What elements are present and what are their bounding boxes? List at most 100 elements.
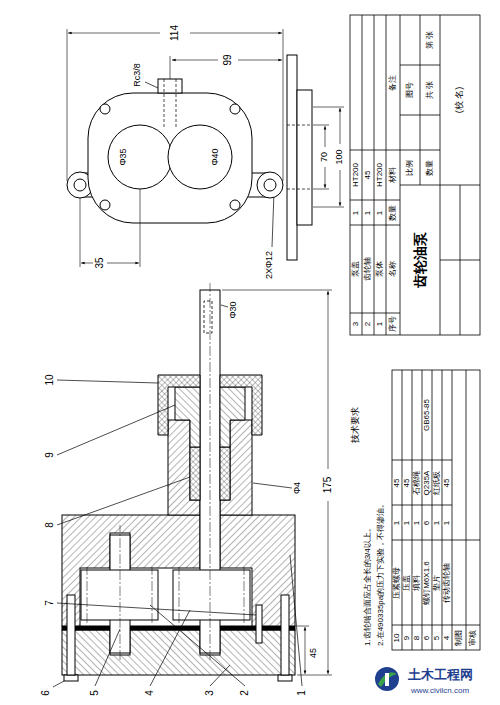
dimension: 45 [309, 647, 318, 659]
table-cell: 名称 [389, 260, 397, 278]
table-cell: 1 [352, 210, 360, 216]
side-view [230, 200, 240, 210]
dimension: 175 [323, 476, 334, 495]
dimension-line [67, 29, 344, 675]
table-cell: 数量 [426, 159, 434, 177]
table-cell: 压盖 [403, 574, 411, 592]
section-view [80, 568, 252, 626]
watermark-logo [385, 673, 389, 686]
table-cell: 4 [443, 635, 451, 641]
dimension-line [340, 170, 341, 206]
note-heading: 技术要求 [351, 406, 360, 444]
dimension-line [305, 627, 306, 653]
note: 1.齿轮啮合面应占全长的3/4以上。 [364, 523, 372, 647]
dimension-line [325, 167, 326, 188]
watermark: www.civilcn.com [410, 687, 470, 695]
table-cell: Q235A [423, 470, 431, 497]
table-cell: 6 [423, 520, 431, 526]
side-view [257, 172, 283, 198]
dimension-line [325, 126, 326, 147]
side-view [74, 179, 86, 191]
table-cell: 1 [443, 520, 451, 526]
side-view [230, 104, 240, 114]
callout-number: 7 [45, 599, 56, 607]
dimension-line [297, 626, 309, 627]
side-view [287, 55, 297, 260]
parts-table [350, 15, 480, 335]
section-view [158, 375, 200, 435]
title: 齿轮油泵 [413, 231, 428, 289]
section-view [81, 570, 158, 620]
section-view [281, 595, 289, 675]
centerline [120, 525, 121, 660]
leader-line [253, 483, 292, 488]
section-view [278, 675, 292, 681]
side-view [287, 125, 312, 189]
callout-number: 1 [297, 689, 308, 697]
side-view [67, 55, 312, 260]
table-cell: 螺钉M6X1.6 [423, 560, 431, 606]
table-cell: 传动齿轮轴 [443, 562, 451, 604]
side-view [297, 90, 312, 225]
table-cell: 10 [393, 633, 401, 644]
leader-line [221, 305, 228, 307]
leader-line [210, 665, 230, 686]
table-cell: 45 [364, 170, 372, 181]
callout-number: 9 [45, 451, 56, 459]
side-view [88, 93, 252, 223]
section-view [64, 675, 78, 681]
callout-number: 2 [240, 689, 251, 697]
section-view [175, 387, 200, 447]
dimension-line [80, 189, 140, 267]
watermark-logo [375, 667, 399, 691]
table-cell: HT200 [376, 162, 384, 188]
parts-table [350, 150, 400, 313]
table-cell: 审核 [469, 629, 477, 647]
section-view [190, 447, 200, 500]
table-cell: GB65-85 [423, 398, 431, 432]
table-cell: 石棉绳 [413, 470, 421, 496]
callout-number: 4 [145, 689, 156, 697]
side-view [164, 79, 176, 127]
dimension-line [328, 501, 329, 674]
dimension-line [172, 60, 218, 61]
dimension-line [305, 653, 306, 674]
table-cell: HT200 [352, 162, 360, 188]
table-cell: 压紧螺母 [393, 566, 401, 600]
side-view [100, 104, 110, 114]
table-cell: 1 [364, 210, 372, 216]
dimension: 35 [95, 256, 106, 269]
centerline [152, 567, 153, 623]
section-view [67, 595, 75, 675]
table-cell: 1 [376, 321, 384, 327]
table-cell: 45 [393, 478, 401, 489]
table-cell: 1 [403, 520, 411, 526]
dimension-line [170, 56, 171, 79]
table-cell: 8 [413, 635, 421, 641]
side-view [264, 179, 276, 191]
centerline [179, 567, 180, 623]
table-cell: 1 [376, 210, 384, 216]
section-view [204, 301, 212, 333]
dimension-line [68, 33, 160, 34]
note: 2.在490335pa的压力下实验，不得渗油。 [377, 499, 385, 647]
leader-line [150, 610, 190, 686]
side-view [168, 125, 232, 189]
leader-line [57, 603, 256, 615]
dimension-line [313, 107, 344, 207]
section-view [220, 387, 245, 447]
dimension-line [81, 263, 93, 264]
table-cell: 9 [403, 635, 411, 641]
table-cell: 比例 [406, 159, 414, 177]
dimension-line [222, 290, 332, 675]
leader-line [57, 380, 158, 383]
table-cell: 3 [352, 321, 360, 327]
parts-table [350, 15, 480, 650]
dimension: Φ4 [293, 481, 302, 495]
dimension-line [340, 108, 341, 144]
table-cell: 制图 [455, 629, 463, 647]
centerline [87, 567, 88, 623]
leader-line [290, 555, 302, 686]
